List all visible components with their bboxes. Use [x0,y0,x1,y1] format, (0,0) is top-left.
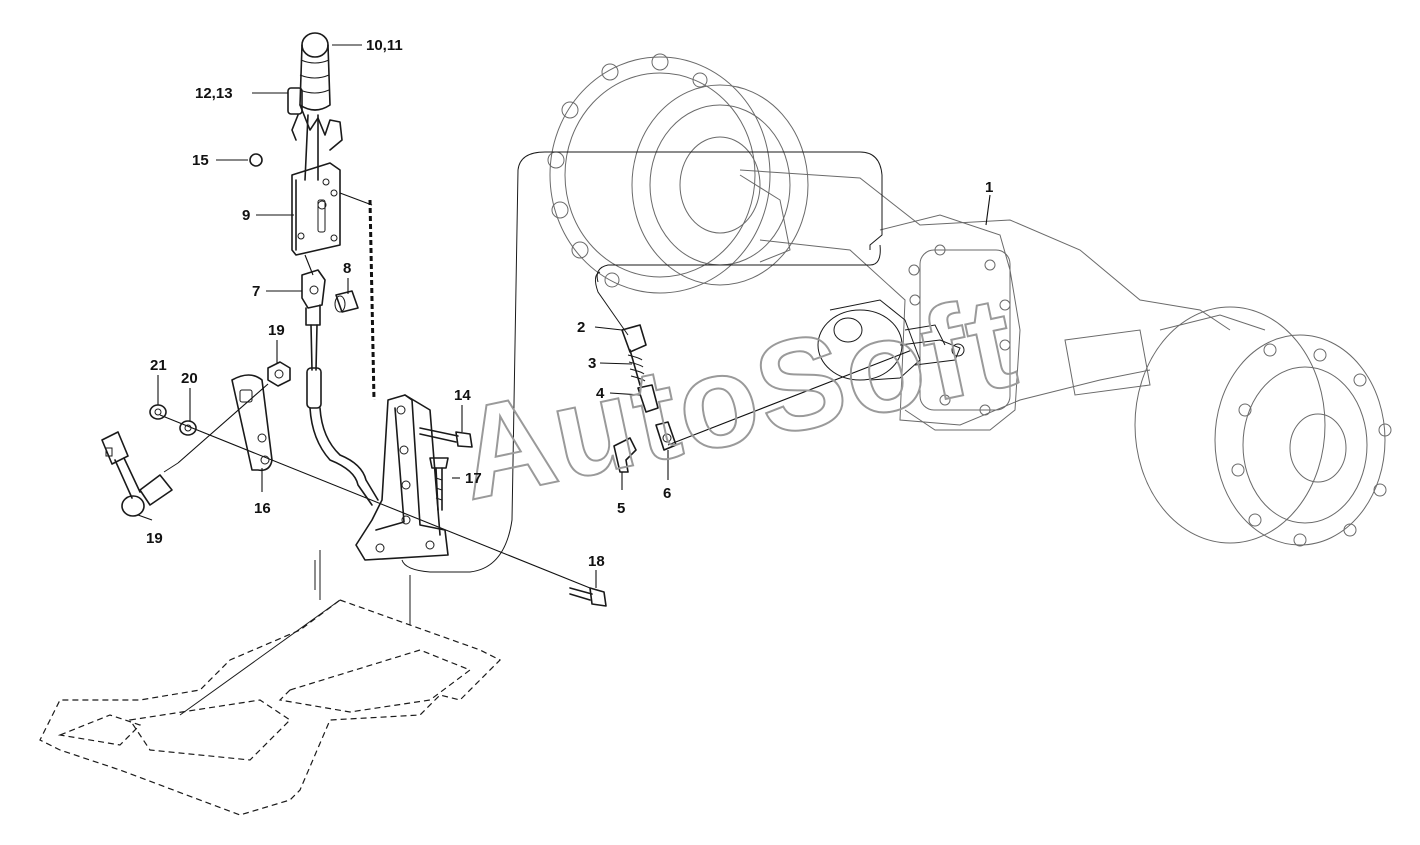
control-cable [594,271,629,336]
mounting-bracket [355,394,449,561]
callout-18: 18 [588,553,605,570]
callout-16: 16 [254,500,271,517]
callout-9: 9 [242,207,250,224]
axle-housing [739,169,1231,431]
mounting-line [368,199,376,401]
callout-20: 20 [181,370,198,387]
position-sensor [101,383,269,517]
lever-cable-lower [309,407,379,506]
callout-3: 3 [588,355,596,372]
assembly-axis-pin [667,349,913,446]
leaders [137,44,991,588]
shift-lever-knob [299,32,331,111]
bolt-18 [569,587,607,607]
bolt-14 [419,427,473,448]
callout-labels: 10,11 12,13 15 9 7 8 19 21 20 19 16 14 1… [146,37,993,570]
callout-5: 5 [617,500,625,517]
callout-10-11: 10,11 [366,37,403,54]
cable-routing-left [401,169,519,573]
watermark: AutoSoft [445,267,1028,527]
cable-routing-outline [517,151,883,250]
assembly-axis-18 [159,414,591,589]
callout-1: 1 [985,179,993,196]
washer-21 [149,404,167,420]
ball-joint [655,421,677,451]
callout-14: 14 [454,387,471,404]
callout-6: 6 [663,485,671,502]
washer-20 [179,420,197,436]
hex-nut [267,361,291,387]
gate-plate [291,162,341,256]
mounting-link [339,192,373,206]
callout-15: 15 [192,152,209,169]
clevis-pin [334,290,359,313]
diff-lock-actuator [817,299,965,381]
cable-to-bracket [596,244,881,283]
cable-clip [613,437,637,473]
callout-2: 2 [577,319,585,336]
callout-17: 17 [465,470,482,487]
bolt-17 [429,457,449,511]
lever-rod [304,114,319,181]
left-wheel-hub [547,53,809,294]
callout-19-sensor: 19 [146,530,163,547]
cable-sleeve [306,367,322,409]
callout-7: 7 [252,283,260,300]
cable-end-fitting [621,324,659,413]
clevis [301,269,326,326]
lever-cable [310,324,318,371]
callout-8: 8 [343,260,351,277]
cab-floor-plate [39,550,502,816]
callout-4: 4 [596,385,605,402]
bracket-plate [231,374,273,472]
right-wheel-hub [1134,306,1392,547]
callout-19-nut: 19 [268,322,285,339]
lever-switch [287,87,343,151]
callout-12-13: 12,13 [195,85,233,102]
callout-21: 21 [150,357,167,374]
